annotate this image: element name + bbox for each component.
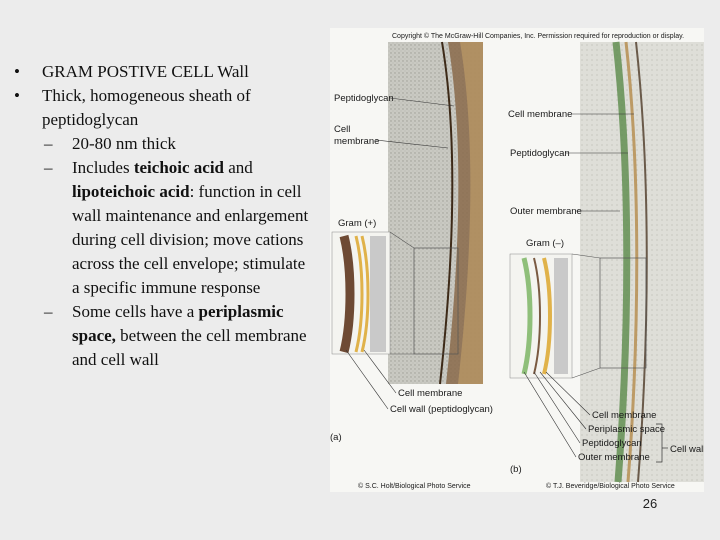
leader-b-cell-membrane-2 (545, 371, 591, 416)
zoom-line-b-bottom (571, 367, 601, 379)
label-b-gram: Gram (–) (526, 238, 564, 249)
leader-a-cell-membrane (363, 349, 397, 394)
label-b-cell-membrane-2: Cell membrane (592, 410, 656, 421)
leader-b-outer-membrane-2 (523, 371, 577, 458)
label-b-cell-wall: Cell wall (670, 444, 704, 455)
leader-b-peptidoglycan-2 (533, 371, 581, 444)
diagram-b-peptidoglycan (533, 257, 541, 375)
label-b-peptidoglycan-2: Peptidoglycan (582, 438, 642, 449)
micrograph-b-cell-membrane (635, 41, 648, 483)
diagram-a-membrane-outer (354, 235, 364, 353)
diagram-b-cytoplasm (554, 258, 568, 374)
panel-a: Peptidoglycan Cell membrane Gram (+) Cel… (330, 41, 493, 490)
diagram-a-cytoplasm (370, 236, 386, 352)
panel-b: Cell membrane Peptidoglycan Outer membra… (508, 41, 705, 490)
label-b-outer-membrane: Outer membrane (510, 206, 582, 217)
micrograph-b-peptidoglycan (624, 41, 639, 483)
text-panel: • GRAM POSTIVE CELL Wall • Thick, homoge… (14, 60, 314, 372)
label-b-outer-membrane-2: Outer membrane (578, 452, 650, 463)
diagram-b-outer-membrane (521, 257, 533, 375)
zoom-box-b (599, 257, 647, 369)
panel-b-letter: (b) (510, 464, 522, 475)
subbullet-teichoic: – Includes teichoic acid and lipoteichoi… (14, 156, 314, 300)
credit-b: © T.J. Beveridge/Biological Photo Servic… (546, 482, 675, 490)
bracket-cell-wall (656, 423, 663, 463)
cell-wall-illustration: Copyright © The McGraw-Hill Companies, I… (330, 32, 705, 490)
cell-wall-figure: Copyright © The McGraw-Hill Companies, I… (330, 28, 705, 492)
subbullet-text-post: between the cell membrane and cell wall (72, 326, 307, 369)
micrograph-a-membrane (439, 41, 454, 385)
bullet-text: GRAM POSTIVE CELL Wall (42, 62, 249, 81)
leader-a-cell-wall (345, 349, 389, 410)
label-b-periplasmic: Periplasmic space (588, 424, 665, 435)
zoom-line-a-top (389, 231, 415, 249)
diagram-a-membrane-inner (360, 235, 370, 353)
subbullet-text: 20-80 nm thick (72, 134, 176, 153)
bullet-gram-positive: • GRAM POSTIVE CELL Wall (14, 60, 314, 84)
bullet-text: Thick, homogeneous sheath of peptidoglyc… (42, 86, 251, 129)
diagram-b-cell-membrane (542, 257, 552, 375)
subbullet-text-pre: Some cells have a (72, 302, 199, 321)
bullet-glyph: • (14, 62, 20, 81)
term-teichoic-acid: teichoic acid (133, 158, 225, 177)
dash-glyph: – (44, 134, 53, 153)
subbullet-text-post: : function in cell wall maintenance and … (72, 182, 309, 297)
bullet-thick-sheath: • Thick, homogeneous sheath of peptidogl… (14, 84, 314, 132)
panel-a-letter: (a) (330, 432, 342, 443)
micrograph-a-outer-layer (458, 42, 483, 384)
label-a-peptidoglycan: Peptidoglycan (334, 93, 394, 104)
leader-a-membrane (375, 139, 449, 149)
subbullet-thickness: – 20-80 nm thick (14, 132, 314, 156)
leader-a-peptidoglycan (389, 97, 455, 107)
subbullet-text-pre: Includes (72, 158, 134, 177)
subbullet-periplasmic: – Some cells have a periplasmic space, b… (14, 300, 314, 372)
dash-glyph: – (44, 158, 53, 177)
diagram-a-peptidoglycan (339, 234, 355, 354)
bullet-glyph: • (14, 86, 20, 105)
label-a-cell-wall: Cell wall (peptidoglycan) (390, 404, 493, 415)
label-a-gram: Gram (+) (338, 218, 376, 229)
leader-b-periplasmic (539, 371, 587, 430)
credit-a: © S.C. Holt/Biological Photo Service (358, 482, 471, 490)
term-periplasmic-space: periplasmic space, (72, 302, 284, 345)
micrograph-b-outer-membrane (612, 41, 631, 483)
label-b-cell-membrane: Cell membrane (508, 109, 572, 120)
zoom-box-a (413, 247, 459, 355)
page-number: 26 (642, 496, 658, 511)
label-a-cell-membrane: Cell membrane (398, 388, 462, 399)
subbullet-text-mid: and (224, 158, 253, 177)
term-lipoteichoic-acid: lipoteichoic acid (72, 182, 190, 201)
label-b-peptidoglycan: Peptidoglycan (510, 148, 570, 159)
copyright-notice: Copyright © The McGraw-Hill Companies, I… (392, 32, 684, 40)
label-a-cell: Cell (334, 124, 350, 135)
dash-glyph: – (44, 302, 53, 321)
zoom-line-b-top (571, 253, 601, 259)
label-a-membrane: membrane (334, 136, 379, 147)
